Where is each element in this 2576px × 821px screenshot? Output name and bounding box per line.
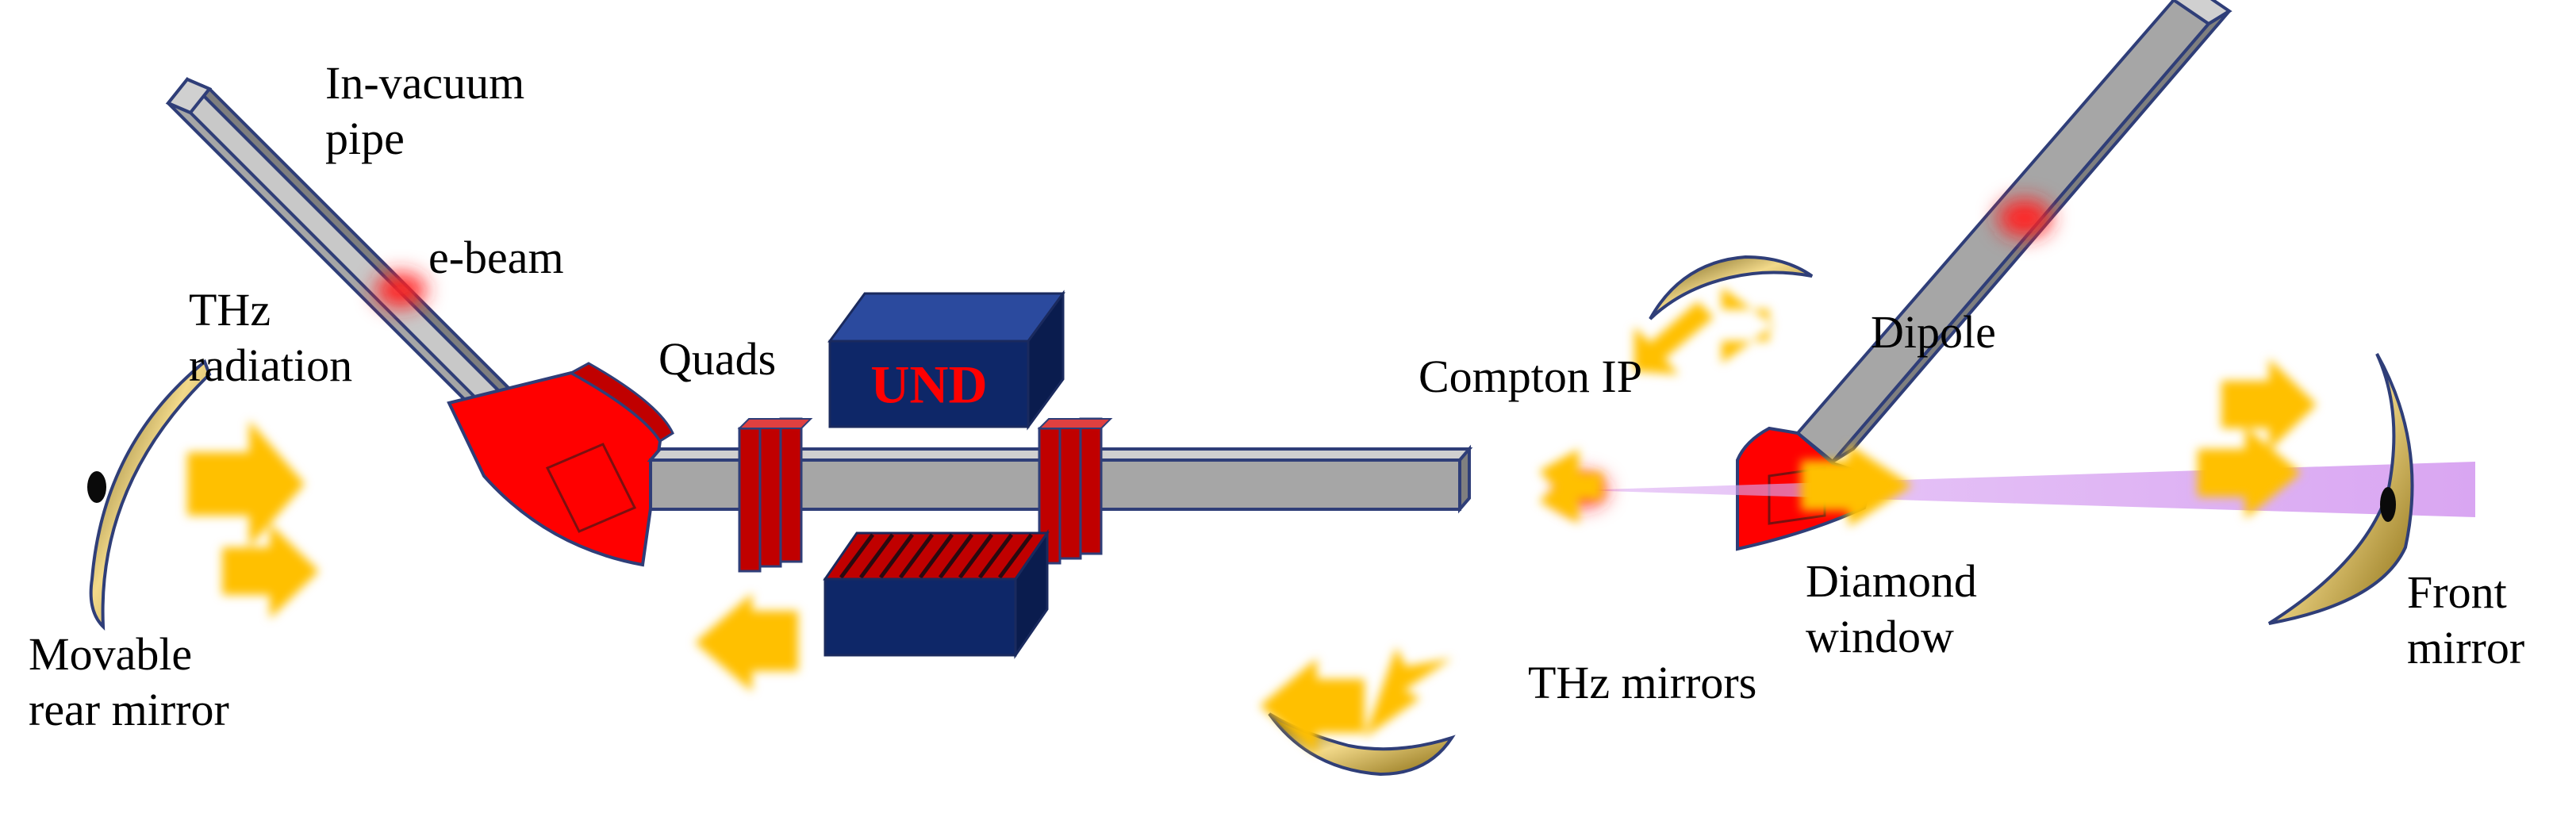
label-in-vacuum-pipe-line2: pipe bbox=[325, 113, 405, 164]
thz-mirror-bottom bbox=[1268, 712, 1456, 777]
label-thz-radiation-line1: THz bbox=[189, 284, 271, 336]
label-thz-radiation-line2: radiation bbox=[189, 340, 353, 391]
e-beam-spot-left bbox=[375, 273, 426, 308]
undulator-lower bbox=[823, 529, 1050, 659]
thz-arrow-9 bbox=[1801, 444, 1912, 527]
front-mirror-hole bbox=[2380, 487, 2396, 522]
thz-arrow-3 bbox=[695, 593, 798, 692]
label-in-vacuum-pipe-line1: In-vacuum bbox=[325, 57, 525, 109]
quadrupole-right bbox=[1037, 417, 1113, 565]
quadrupole-left bbox=[737, 417, 813, 573]
thz-arrow-8 bbox=[1539, 449, 1603, 524]
thz-arrow-10 bbox=[2221, 359, 2317, 451]
label-dipole: Dipole bbox=[1871, 306, 1996, 358]
thz-arrow-11 bbox=[2198, 427, 2301, 519]
label-diamond-window-line1: Diamond bbox=[1806, 555, 1977, 607]
undulator-upper: UND bbox=[827, 290, 1065, 431]
label-front-mirror: Front mirror bbox=[2407, 565, 2524, 676]
label-in-vacuum-pipe: In-vacuum pipe bbox=[325, 56, 524, 167]
label-movable-rear-mirror-line2: rear mirror bbox=[29, 684, 229, 735]
thz-arrow-4 bbox=[1260, 658, 1365, 754]
laser-beam bbox=[1579, 462, 2475, 517]
label-diamond-window-line2: window bbox=[1806, 611, 1954, 662]
label-front-mirror-line1: Front bbox=[2407, 566, 2507, 618]
thz-arrow-2 bbox=[222, 524, 319, 619]
label-compton-ip: Compton IP bbox=[1419, 351, 1642, 402]
label-thz-radiation: THz radiation bbox=[189, 282, 352, 393]
movable-rear-mirror bbox=[89, 359, 212, 631]
label-front-mirror-line2: mirror bbox=[2407, 622, 2525, 673]
thz-arrow-7 bbox=[1634, 301, 1714, 374]
in-vacuum-pipe-left bbox=[165, 77, 560, 463]
thz-arrow-1 bbox=[187, 420, 305, 547]
undulator-label: UND bbox=[870, 355, 987, 415]
e-beam-spot-right bbox=[1998, 199, 2052, 237]
label-diamond-window: Diamond window bbox=[1806, 554, 1977, 665]
rear-mirror-hole bbox=[87, 471, 106, 503]
thz-arrow-6 bbox=[1722, 287, 1774, 363]
label-e-beam: e-beam bbox=[428, 232, 564, 283]
label-thz-mirrors: THz mirrors bbox=[1528, 657, 1757, 708]
label-movable-rear-mirror-line1: Movable bbox=[29, 628, 193, 680]
thz-arrow-5 bbox=[1365, 647, 1452, 738]
thz-mirror-top bbox=[1649, 255, 1814, 320]
dipole-magnet-left bbox=[447, 362, 674, 567]
label-movable-rear-mirror: Movable rear mirror bbox=[29, 627, 229, 738]
label-quads: Quads bbox=[658, 333, 777, 385]
front-mirror bbox=[2267, 353, 2414, 625]
